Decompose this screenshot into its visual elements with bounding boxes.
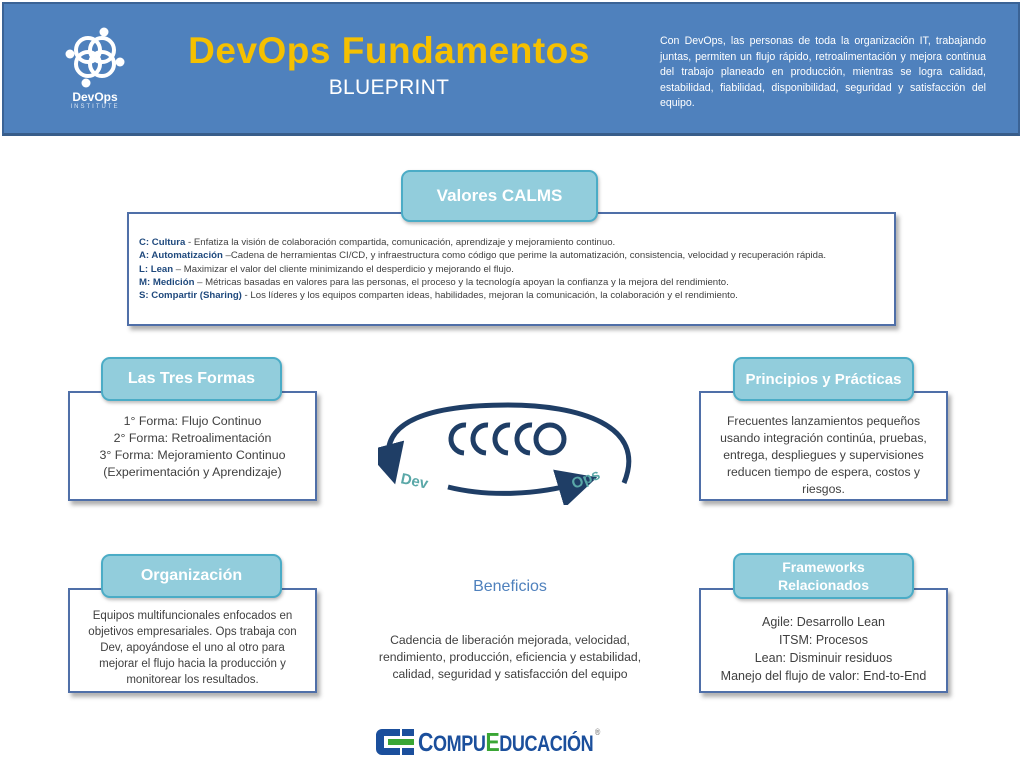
- calms-item-lean: L: Lean – Maximizar el valor del cliente…: [139, 263, 826, 276]
- line: Lean: Disminuir residuos: [754, 651, 893, 665]
- line: objetivos empresariales. Ops trabaja con: [88, 626, 297, 638]
- brand-part2: DUCACIÓN: [499, 730, 594, 756]
- line: usando integración continúa, pruebas,: [720, 431, 927, 445]
- line: calidad, seguridad y satisfacción del eq…: [392, 667, 628, 681]
- devops-institute-logo: DevOps INSTITUTE: [60, 26, 130, 118]
- frameworks-heading-line1: Frameworks: [782, 559, 865, 575]
- calms-item-automation: A: Automatización –Cadena de herramienta…: [139, 249, 826, 262]
- line: Frecuentes lanzamientos pequeños: [726, 414, 921, 428]
- compueducacion-logo: C OMPU E DUCACIÓN ®: [374, 724, 640, 760]
- line: Cadencia de liberación mejorada, velocid…: [390, 633, 630, 647]
- line: riesgos.: [802, 482, 845, 496]
- principios-box: Frecuentes lanzamientos pequeños usando …: [699, 391, 948, 501]
- organizacion-text: Equipos multifuncionales enfocados en ob…: [70, 608, 315, 688]
- calms-item-sharing: S: Compartir (Sharing) - Los líderes y l…: [139, 289, 826, 302]
- logo-name: DevOps: [72, 90, 118, 104]
- calms-key: C: Cultura: [139, 237, 186, 248]
- line: 3° Forma: Mejoramiento Continuo: [99, 448, 286, 462]
- calms-desc: – Métricas basadas en valores para las p…: [194, 276, 729, 288]
- registered-mark: ®: [594, 726, 600, 737]
- line: 1° Forma: Flujo Continuo: [123, 414, 262, 428]
- calms-desc: –Cadena de herramientas CI/CD, y infraes…: [222, 250, 826, 262]
- calms-desc: – Maximizar el valor del cliente minimiz…: [173, 263, 514, 275]
- frameworks-box: Agile: Desarrollo Lean ITSM: Procesos Le…: [699, 588, 948, 693]
- line: entrega, despliegues y supervisiones: [723, 448, 924, 462]
- frameworks-heading-line2: Relacionados: [777, 577, 870, 593]
- line: ITSM: Procesos: [779, 633, 868, 647]
- principios-text: Frecuentes lanzamientos pequeños usando …: [701, 413, 946, 498]
- line: 2° Forma: Retroalimentación: [113, 431, 272, 445]
- line: Equipos multifuncionales enfocados en: [92, 610, 293, 622]
- calms-item-culture: C: Cultura - Enfatiza la visión de colab…: [139, 236, 826, 249]
- dev-label: Dev: [399, 470, 430, 492]
- intro-text: Con DevOps, las personas de toda la orga…: [660, 35, 986, 109]
- brand-cap-e: E: [485, 726, 500, 757]
- ops-label: Ops: [569, 466, 602, 493]
- header-banner: DevOps INSTITUTE DevOps Fundamentos BLUE…: [2, 2, 1020, 136]
- tres-formas-text: 1° Forma: Flujo Continuo 2° Forma: Retro…: [70, 413, 315, 481]
- brand-part1: OMPU: [432, 730, 486, 756]
- calms-heading: Valores CALMS: [401, 170, 598, 222]
- calms-key: A: Automatización: [139, 250, 223, 262]
- line: rendimiento, producción, eficiencia y es…: [378, 650, 642, 664]
- beneficios-heading: Beneficios: [473, 578, 547, 595]
- devops-cycle-diagram: Dev Ops: [365, 395, 638, 508]
- organizacion-heading: Organización: [101, 554, 282, 598]
- frameworks-heading: Frameworks Relacionados: [733, 553, 914, 599]
- devops-institute-logo-icon: [65, 27, 125, 88]
- line: monitorear los resultados.: [126, 674, 259, 686]
- calms-key: L: Lean: [139, 263, 174, 275]
- line: Manejo del flujo de valor: End-to-End: [720, 669, 927, 683]
- calms-key: M: Medición: [139, 276, 195, 288]
- calms-desc: - Enfatiza la visión de colaboración com…: [185, 237, 616, 248]
- line: reducen tiempo de espera, costos y: [726, 465, 921, 479]
- logo-subtitle: INSTITUTE: [70, 104, 120, 110]
- tres-formas-heading: Las Tres Formas: [101, 357, 282, 401]
- page-subtitle: BLUEPRINT: [328, 76, 450, 99]
- tres-formas-box: 1° Forma: Flujo Continuo 2° Forma: Retro…: [68, 391, 317, 501]
- line: Dev, apoyándose el uno al otro para: [100, 642, 285, 654]
- devops-loop-icon: Dev Ops: [365, 402, 632, 508]
- calms-item-measurement: M: Medición – Métricas basadas en valore…: [139, 276, 826, 289]
- line: Agile: Desarrollo Lean: [762, 615, 885, 629]
- calms-desc: - Los líderes y los equipos comparten id…: [241, 290, 738, 302]
- beneficios-text: Cadencia de liberación mejorada, velocid…: [350, 632, 670, 683]
- line: mejorar el flujo hacia la producción y: [99, 658, 286, 670]
- calms-key: S: Compartir (Sharing): [139, 290, 242, 302]
- compueducacion-wordmark: C OMPU E DUCACIÓN ®: [418, 727, 600, 758]
- compueducacion-mark-icon: [374, 727, 416, 757]
- brand-cap-c: C: [418, 726, 433, 757]
- frameworks-text: Agile: Desarrollo Lean ITSM: Procesos Le…: [701, 613, 946, 685]
- page-title: DevOps Fundamentos: [188, 30, 590, 71]
- calms-list: C: Cultura - Enfatiza la visión de colab…: [139, 236, 826, 302]
- organizacion-box: Equipos multifuncionales enfocados en ob…: [68, 588, 317, 693]
- line: (Experimentación y Aprendizaje): [103, 465, 282, 479]
- calms-box: C: Cultura - Enfatiza la visión de colab…: [127, 212, 896, 326]
- principios-heading: Principios y Prácticas: [733, 357, 914, 401]
